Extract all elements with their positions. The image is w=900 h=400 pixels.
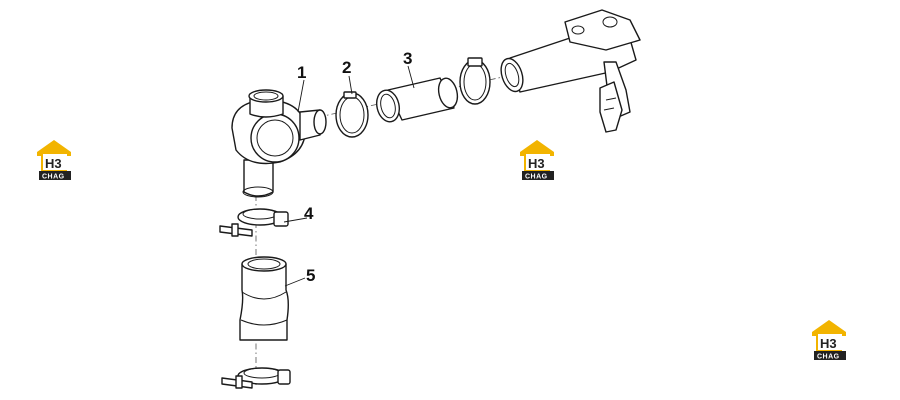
callout-2: 2 xyxy=(342,58,351,77)
watermark-logo-center: H3 CHAG xyxy=(520,140,554,181)
leader-lines xyxy=(283,65,415,287)
part-4-hose-clamp-screw xyxy=(219,208,289,237)
callout-3: 3 xyxy=(403,49,412,68)
hose-clamp-right xyxy=(459,57,491,105)
callout-5: 5 xyxy=(306,266,315,285)
outlet-pipe-assembly xyxy=(500,9,641,133)
watermark-logo-left: H3 CHAG xyxy=(37,140,71,181)
part-1-thermostat-housing xyxy=(231,89,327,198)
part-5-bent-hose xyxy=(239,256,289,341)
part-3-straight-hose xyxy=(375,77,459,123)
callout-1: 1 xyxy=(297,63,306,82)
part-2-hose-clamp xyxy=(335,91,369,138)
callout-4: 4 xyxy=(304,204,314,223)
watermark-sub: CHAG xyxy=(525,174,548,181)
watermark-mark: H3 xyxy=(820,336,837,351)
watermark-logo-right: H3 CHAG xyxy=(812,320,846,361)
watermark-mark: H3 xyxy=(45,156,62,171)
watermark-sub: CHAG xyxy=(42,174,65,181)
watermark-sub: CHAG xyxy=(817,354,840,361)
hose-clamp-lower xyxy=(221,367,291,389)
watermark-mark: H3 xyxy=(528,156,545,171)
